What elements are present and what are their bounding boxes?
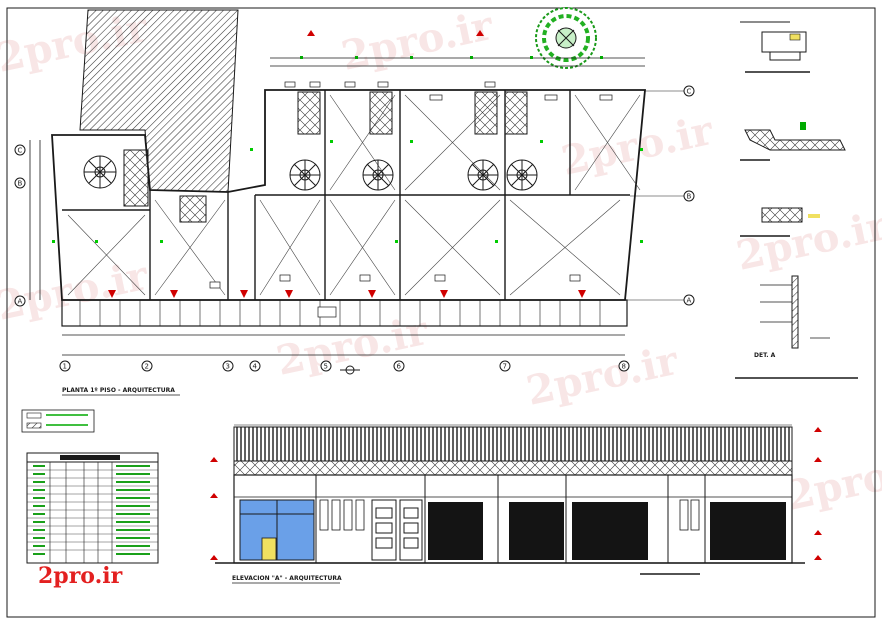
- bathroom-blocks: [123, 91, 528, 223]
- grid-bubble-a: A: [683, 294, 695, 306]
- grid-bubble-b: B: [683, 190, 695, 202]
- watermark: 2pro.ir: [782, 442, 882, 520]
- svg-text:8: 8: [622, 363, 626, 371]
- svg-text:C: C: [687, 88, 692, 96]
- grid-bubble-5: 5: [320, 360, 332, 372]
- detail-label: DET. A: [754, 352, 776, 359]
- grid-bubble-8: 8: [618, 360, 630, 372]
- sidewalk: [61, 299, 628, 327]
- svg-text:B: B: [687, 193, 692, 201]
- svg-text:5: 5: [324, 363, 328, 371]
- svg-text:6: 6: [397, 363, 402, 371]
- building-outline: [51, 89, 646, 301]
- watermark: 2pro.ir: [337, 2, 497, 80]
- spiral-stairs: [83, 155, 538, 191]
- grid-bubble-3: 3: [222, 360, 234, 372]
- shop-doors: [428, 502, 786, 560]
- grid-bubble-left-b: B: [14, 177, 26, 189]
- sheet-border: [6, 7, 876, 618]
- schedule-table: [26, 452, 159, 564]
- site-logo: 2pro.ir: [38, 563, 123, 589]
- facade-band: [233, 460, 793, 476]
- front-elevation: [210, 424, 822, 564]
- detail-column: DET. A: [735, 21, 858, 379]
- grid-bubble-left-c: C: [14, 144, 26, 156]
- svg-text:3: 3: [226, 363, 230, 371]
- grid-bubble-4: 4: [249, 360, 261, 372]
- elevation-title: ELEVACION "A" - ARQUITECTURA: [232, 575, 342, 582]
- svg-text:A: A: [687, 297, 692, 305]
- watermark: 2pro.ir: [522, 337, 682, 415]
- panel-doors: [371, 499, 423, 561]
- watermark: 2pro.ir: [732, 202, 882, 280]
- shop-partitions: [62, 90, 630, 300]
- grid-bubbles-right: C B A: [625, 85, 695, 306]
- grid-bubbles-bottom: 1 2 3 4 5 6 7 8: [59, 360, 630, 372]
- svg-text:C: C: [18, 147, 23, 155]
- grid-bubble-c: C: [683, 85, 695, 97]
- adjacent-lot-hatch: [79, 9, 239, 193]
- floor-plan: [29, 7, 646, 356]
- svg-text:A: A: [18, 298, 23, 306]
- svg-text:B: B: [18, 180, 23, 188]
- section-marker: [340, 365, 360, 375]
- grid-bubble-1: 1: [59, 360, 71, 372]
- roof-panels: [233, 426, 793, 462]
- grid-bubble-7: 7: [499, 360, 511, 372]
- grid-bubble-left-a: A: [14, 295, 26, 307]
- plan-title: PLANTA 1º PISO - ARQUITECTURA: [62, 387, 175, 394]
- grid-bubble-6: 6: [393, 360, 405, 372]
- legend-box: [21, 409, 95, 433]
- svg-text:2: 2: [145, 363, 149, 371]
- tree-symbol: [535, 7, 597, 69]
- svg-text:1: 1: [63, 363, 67, 371]
- svg-text:7: 7: [503, 363, 507, 371]
- watermark: 2pro.ir: [0, 252, 153, 330]
- svg-text:4: 4: [253, 363, 258, 371]
- grid-bubble-2: 2: [141, 360, 153, 372]
- grid-bubbles-left: C B A: [14, 144, 26, 307]
